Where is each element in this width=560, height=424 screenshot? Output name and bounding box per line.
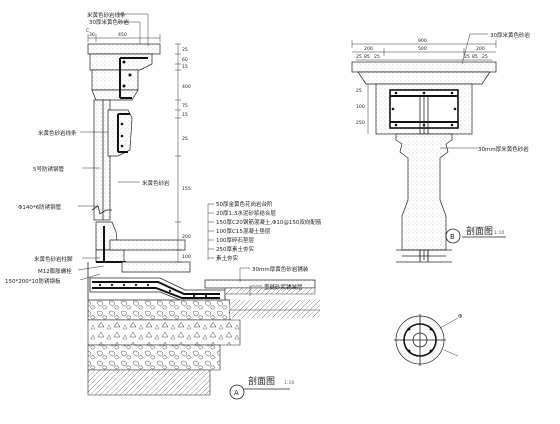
dim-right-8: 200 — [182, 234, 191, 240]
svg-text:C: C — [86, 28, 89, 34]
anno-sandstone: 米黄色砂岩 — [142, 179, 170, 187]
paving-1: 盖缝砂浆铺装层 — [264, 283, 303, 291]
b-dim-top-1: 200 — [364, 46, 373, 52]
b-cap-top — [351, 61, 497, 73]
b-dim-small-3: 25 — [464, 54, 470, 60]
mid-band — [107, 109, 133, 157]
section-scale-a: 1:10 — [284, 380, 294, 386]
section-marker-b — [445, 228, 461, 244]
baluster — [395, 133, 453, 251]
anno-pipe-140: Φ140*6防锈钢管 — [18, 203, 62, 211]
upper-slab — [109, 239, 186, 251]
layer-2: 150厚C20钢筋混凝土,Φ10@150双向配筋 — [216, 218, 322, 226]
b-dim-small-4: 85 — [472, 54, 478, 60]
layer-annotations: 50厚金黄色花岗岩台阶 20厚1:3水泥砂浆结合层 150厚C20钢筋混凝土,Φ… — [207, 200, 322, 296]
layer-1: 20厚1:3水泥砂浆结合层 — [216, 209, 276, 217]
section-a-drawing: 30 450 C — [5, 11, 322, 400]
layer-3: 100厚C15混凝土垫层 — [216, 227, 271, 235]
dim-right-6: 25 — [182, 136, 188, 142]
b-cap-mid — [357, 71, 491, 85]
anno-mid-line: 米黄色砂岩线条 — [38, 129, 77, 137]
dim-right-7: 155 — [182, 186, 191, 192]
section-b-drawing: 900 200 500 200 25 85 25 25 85 25 25 1 — [351, 31, 530, 263]
b-dim-small-1: 85 — [364, 54, 370, 60]
anno-column-foot: 米黄色砂岩柱脚 — [34, 255, 73, 263]
step-1 — [121, 261, 191, 273]
plan-detail: Φ — [394, 314, 463, 366]
b-anno-0: 30厚米黄色砂岩 — [490, 31, 530, 39]
layer-4: 100厚碎石垫层 — [216, 236, 254, 244]
layer-0: 50厚金黄色花岗岩台阶 — [216, 200, 273, 208]
dim-right-1: 60 — [182, 57, 188, 63]
b-dim-small-5: 25 — [482, 54, 488, 60]
section-marker-a — [229, 384, 245, 400]
b-dim-top-3: 200 — [476, 46, 485, 52]
section-label-a: A — [234, 389, 239, 397]
b-dim-side-2: 250 — [356, 120, 365, 126]
column-shaft — [93, 99, 111, 221]
b-dim-small-2: 25 — [374, 54, 380, 60]
left-annotations: 米黄色砂岩线条 30厚米黄色砂岩 米黄色砂岩线条 5号防锈钢管 米黄色砂岩 Φ1… — [5, 11, 170, 285]
section-title-a: 剖面图 — [248, 375, 275, 387]
plan-label: Φ — [458, 314, 463, 320]
dim-top-0: 30 — [89, 32, 95, 38]
cap-top — [87, 43, 161, 55]
dim-right-0: 25 — [182, 47, 188, 53]
dim-right-2: 15 — [182, 64, 188, 70]
crushed-stone — [87, 344, 221, 371]
anno-cap-stone: 30厚米黄色砂岩 — [89, 18, 129, 26]
paving-0: 30mm厚黄色砂岩铺装 — [252, 265, 309, 273]
b-anno-1: 30mm厚米黄色砂岩 — [478, 145, 529, 153]
section-scale-b: 1:10 — [494, 230, 504, 236]
dim-right-9: 100 — [182, 254, 191, 260]
anno-cap-line: 米黄色砂岩线条 — [87, 11, 126, 19]
layer-6: 素土夯实 — [216, 254, 239, 262]
compacted-soil — [87, 369, 211, 396]
b-dim-side-1: 100 — [356, 104, 365, 110]
b-dim-top-2: 500 — [418, 46, 427, 52]
dim-top-1: 450 — [118, 32, 127, 38]
anno-bolt: M12膨胀螺栓 — [38, 267, 72, 275]
base-foot — [95, 249, 125, 263]
section-title-b: 剖面图 — [466, 225, 493, 237]
b-dim-side-0: 25 — [356, 88, 362, 94]
triangle-fill — [87, 319, 241, 346]
dim-right-5: 15 — [182, 112, 188, 118]
anno-steel-plate: 150*200*10防锈钢板 — [5, 277, 61, 285]
layer-5: 250厚素土夯实 — [216, 245, 254, 253]
dim-right-3: 400 — [182, 84, 191, 90]
b-dim-small-0: 25 — [356, 54, 362, 60]
anno-steel-pipe: 5号防锈钢管 — [33, 165, 64, 173]
dim-right-4: 75 — [182, 103, 188, 109]
gravel-layer — [87, 299, 231, 321]
cap-body — [91, 69, 139, 91]
section-label-b: B — [450, 233, 455, 241]
b-dim-top-0: 900 — [418, 38, 427, 44]
